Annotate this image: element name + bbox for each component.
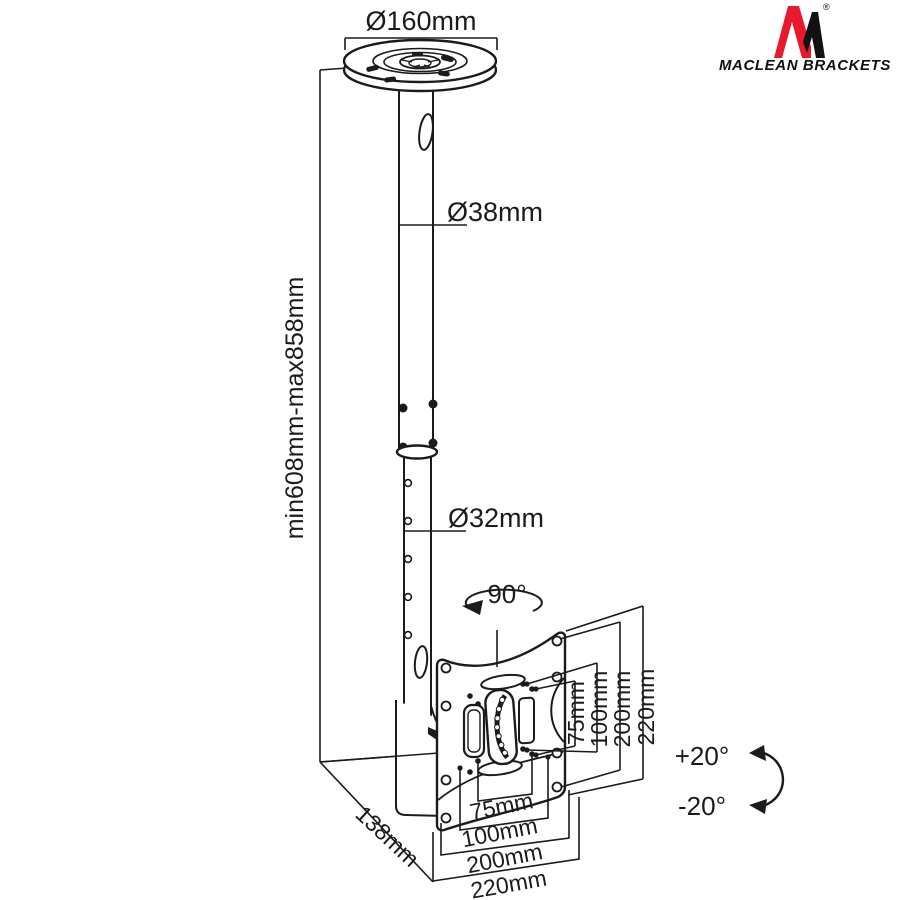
lower-tube-diameter-label: Ø32mm bbox=[448, 503, 544, 533]
upper-tube-diameter-label: Ø38mm bbox=[447, 197, 543, 227]
tilt-ratchet-slot bbox=[484, 688, 518, 766]
brand-logo: ® MACLEAN BRACKETS bbox=[719, 2, 891, 74]
vesa-vertical-200-label: 200mm bbox=[609, 671, 635, 748]
swivel-angle-label: 90° bbox=[487, 579, 526, 609]
brand-name: MACLEAN BRACKETS bbox=[719, 57, 891, 74]
rotation-arrow-icon bbox=[462, 600, 483, 615]
vesa-vertical-100-label: 100mm bbox=[586, 671, 612, 748]
upper-tube bbox=[395, 78, 439, 460]
height-range-label: min608mm-max858mm bbox=[281, 277, 309, 540]
logo-m-red bbox=[774, 6, 811, 58]
tilt-arrow-icon bbox=[749, 745, 766, 761]
right-slot bbox=[518, 696, 535, 745]
vesa-vertical-220-label: 220mm bbox=[633, 669, 659, 746]
plate-diameter-label: Ø160mm bbox=[365, 6, 476, 36]
tilt-up-label: +20° bbox=[675, 741, 730, 771]
plate-diameter-dim-line bbox=[344, 37, 498, 50]
tilt-indicator bbox=[749, 745, 785, 814]
plate-oval-top bbox=[480, 673, 526, 691]
dim-dots bbox=[457, 681, 551, 771]
registered-mark: ® bbox=[823, 2, 830, 12]
logo-m-black bbox=[803, 12, 825, 58]
ceiling-plate-slots bbox=[366, 52, 454, 83]
ceiling-plate bbox=[342, 38, 498, 93]
cable-hole-upper bbox=[418, 113, 434, 151]
left-slot bbox=[462, 703, 486, 759]
depth-dim-line bbox=[319, 761, 434, 883]
tilt-down-label: -20° bbox=[678, 791, 726, 821]
vesa-horizontal-dims bbox=[432, 754, 580, 882]
vesa-vertical-dims bbox=[526, 605, 644, 796]
adjustment-holes bbox=[403, 478, 413, 640]
vesa-vertical-75-label: 75mm bbox=[563, 681, 589, 745]
cable-hole-lower bbox=[413, 645, 429, 679]
swivel-indicator bbox=[462, 588, 543, 667]
tube-collar bbox=[395, 444, 439, 460]
